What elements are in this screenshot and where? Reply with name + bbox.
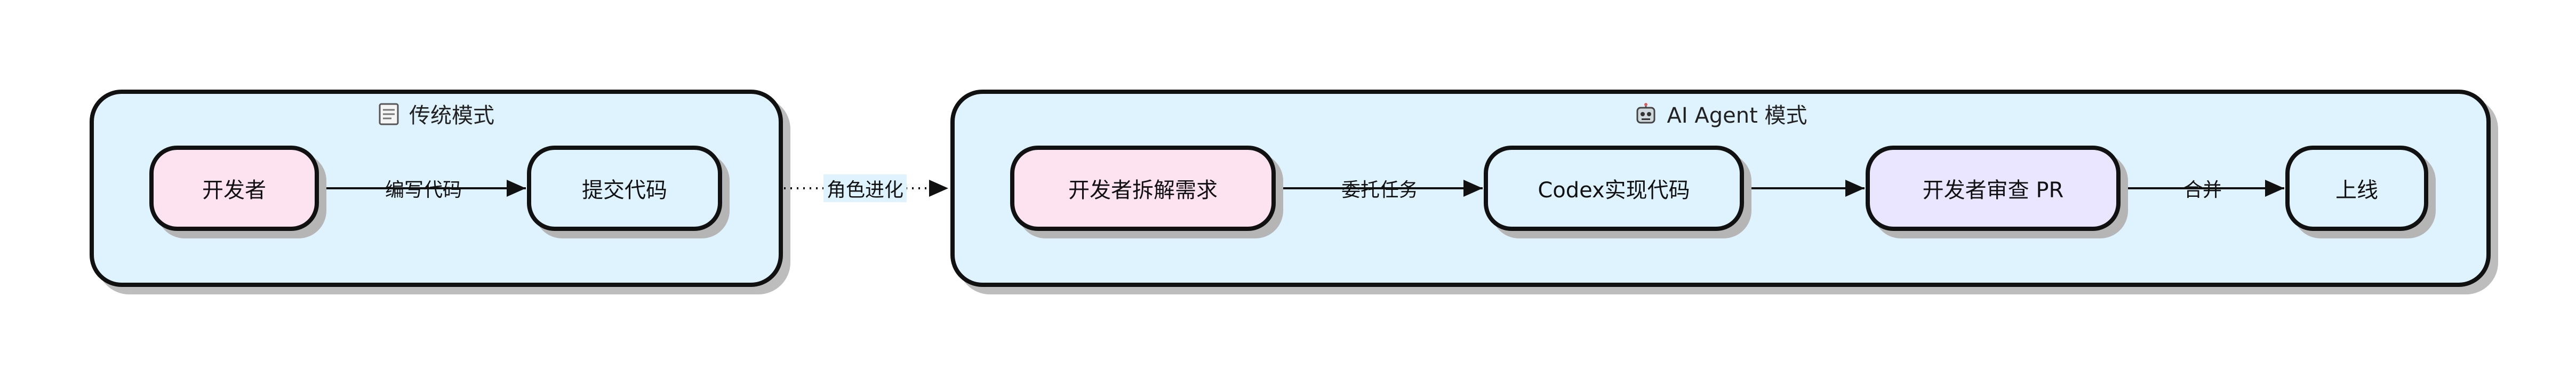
node-submit-code-label: 提交代码 bbox=[582, 178, 667, 203]
node-codex-impl: Codex实现代码 bbox=[1484, 146, 1744, 231]
node-developer-label: 开发者 bbox=[202, 178, 266, 203]
group-ai-agent-label: AI Agent 模式 bbox=[1667, 103, 1807, 128]
edge-label-delegate: 委托任务 bbox=[1341, 179, 1419, 201]
node-dev-breakdown: 开发者拆解需求 bbox=[1010, 146, 1276, 231]
node-dev-breakdown-label: 开发者拆解需求 bbox=[1068, 178, 1218, 203]
node-dev-review: 开发者审查 PR bbox=[1866, 146, 2121, 231]
node-deploy: 上线 bbox=[2285, 146, 2428, 231]
node-submit-code: 提交代码 bbox=[527, 146, 722, 231]
robot-icon bbox=[1634, 102, 1658, 131]
node-deploy-label: 上线 bbox=[2335, 178, 2378, 203]
edge-label-role-evolution: 角色进化 bbox=[823, 174, 907, 202]
edge-label-merge: 合并 bbox=[2183, 179, 2222, 201]
memo-icon bbox=[378, 102, 399, 131]
group-traditional-title: 传统模式 bbox=[94, 98, 779, 131]
group-traditional-label: 传统模式 bbox=[409, 103, 494, 128]
node-developer: 开发者 bbox=[149, 146, 319, 231]
group-ai-agent-title: AI Agent 模式 bbox=[955, 98, 2486, 131]
node-codex-impl-label: Codex实现代码 bbox=[1538, 178, 1690, 203]
edge-label-write-code: 编写代码 bbox=[385, 179, 462, 201]
node-dev-review-label: 开发者审查 PR bbox=[1922, 178, 2064, 203]
